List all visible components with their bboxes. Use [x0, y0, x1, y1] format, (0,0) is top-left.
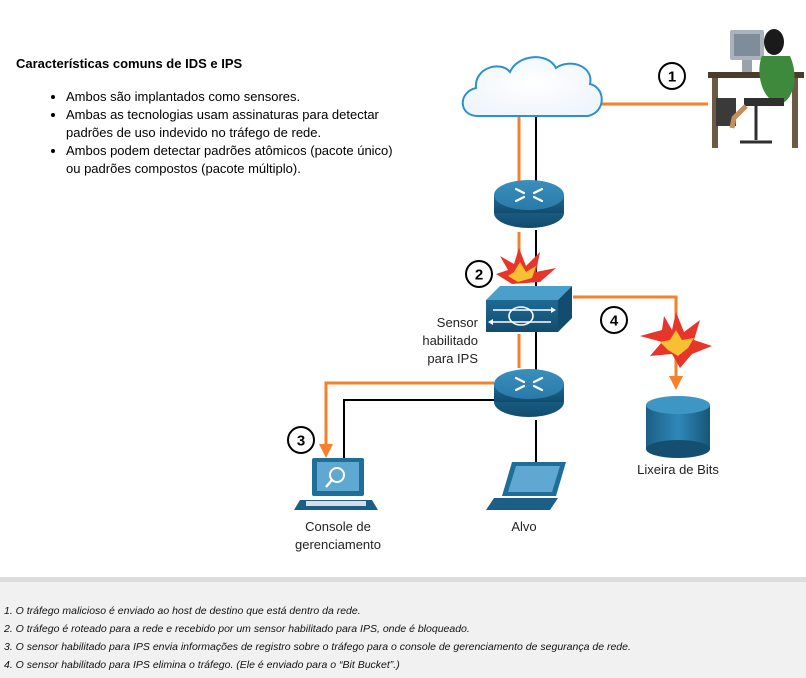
step-marker: 4 — [600, 306, 628, 334]
feature-item: Ambas as tecnologias usam assinaturas pa… — [66, 106, 406, 142]
console-label: Console de — [305, 519, 371, 534]
sensor-label: para IPS — [427, 351, 478, 366]
ips-sensor-icon — [486, 286, 572, 332]
network-diagram: 1 2 3 4 Sensor habilitado para IPS Lixei… — [287, 29, 804, 552]
feature-list: Ambos são implantados como sensores. Amb… — [48, 88, 406, 178]
step-number: 2 — [475, 267, 483, 284]
alert-burst-icon — [640, 312, 712, 368]
step-marker: 1 — [658, 62, 686, 90]
link-router-console — [343, 399, 494, 458]
sensor-label: habilitado — [422, 333, 478, 348]
step-number: 3 — [297, 433, 305, 450]
sensor-label: Sensor — [437, 315, 479, 330]
arrow-head-bitbucket — [669, 376, 683, 390]
caption-item: 4. O sensor habilitado para IPS elimina … — [4, 659, 400, 671]
bit-bucket-label: Lixeira de Bits — [637, 462, 719, 477]
router-icon — [494, 369, 564, 417]
caption-item: 3. O sensor habilitado para IPS envia in… — [4, 641, 631, 653]
target-label: Alvo — [511, 519, 536, 534]
step-number: 4 — [610, 313, 619, 330]
divider — [0, 577, 806, 582]
caption-panel: 1. O tráfego malicioso é enviado ao host… — [0, 582, 806, 678]
bit-bucket-icon — [646, 396, 710, 458]
feature-item: Ambos podem detectar padrões atômicos (p… — [66, 142, 406, 178]
caption-list: 1. O tráfego malicioso é enviado ao host… — [0, 582, 806, 674]
target-laptop-icon — [486, 462, 566, 510]
diagram-panel — [0, 0, 806, 578]
section-title: Características comuns de IDS e IPS — [16, 56, 243, 71]
management-console-icon — [294, 458, 378, 510]
arrow-head-console — [319, 444, 333, 458]
step-number: 1 — [668, 69, 676, 86]
caption-item: 2. O tráfego é roteado para a rede e rec… — [4, 623, 470, 635]
feature-item: Ambos são implantados como sensores. — [66, 88, 406, 106]
step-marker: 3 — [287, 426, 315, 454]
console-label: gerenciamento — [295, 537, 381, 552]
remote-host-icon — [708, 29, 804, 148]
router-icon — [494, 180, 564, 228]
traffic-path-console — [324, 381, 494, 446]
cloud-icon — [461, 56, 603, 117]
alert-burst-icon — [496, 248, 556, 284]
step-marker: 2 — [465, 260, 493, 288]
caption-item: 1. O tráfego malicioso é enviado ao host… — [4, 605, 361, 617]
